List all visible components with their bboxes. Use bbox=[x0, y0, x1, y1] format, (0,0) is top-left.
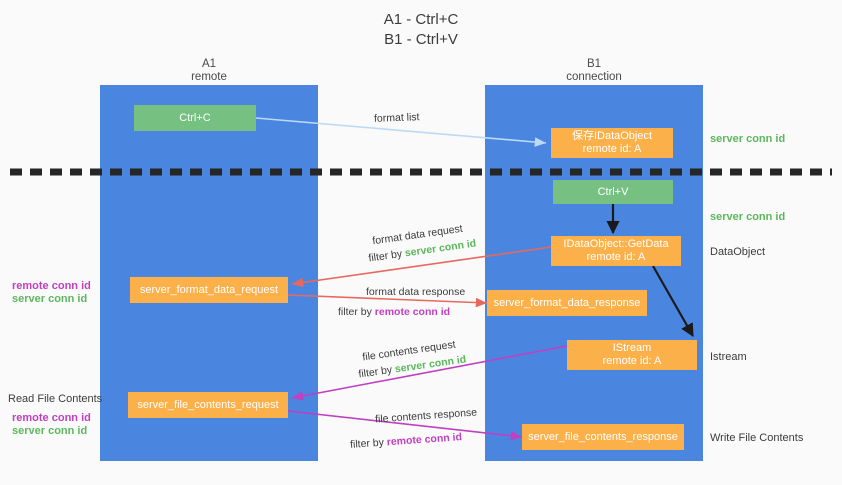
left-label-remote-conn-id-2: remote conn id bbox=[12, 412, 91, 424]
flow-label-format-data-response-filter: filter by remote conn id bbox=[338, 305, 450, 319]
page-title: A1 - Ctrl+C B1 - Ctrl+V bbox=[383, 11, 459, 48]
flow-label-format-data-response: format data response bbox=[366, 286, 466, 298]
flow-label-file-contents-response: file contents response bbox=[374, 406, 478, 426]
box-ctrl-c[interactable]: Ctrl+C bbox=[134, 105, 256, 131]
filter-prefix-text: filter by bbox=[349, 436, 388, 451]
box-idataobject-getdata[interactable]: IDataObject::GetData remote id: A bbox=[551, 236, 681, 266]
filter-key-remote-conn-id: remote conn id bbox=[386, 431, 463, 449]
right-label-istream: Istream bbox=[710, 351, 747, 363]
box-server-format-data-request[interactable]: server_format_data_request bbox=[130, 277, 288, 303]
left-label-server-conn-id-2: server conn id bbox=[12, 425, 88, 437]
left-label-server-conn-id-1: server conn id bbox=[12, 293, 88, 305]
filter-prefix-text: filter by bbox=[357, 363, 396, 381]
filter-key-remote-conn-id: remote conn id bbox=[374, 306, 451, 318]
box-save-idataobject[interactable]: 保存IDataObject remote id: A bbox=[551, 128, 673, 158]
right-label-server-conn-id-second: server conn id bbox=[710, 211, 786, 223]
box-server-file-contents-request[interactable]: server_file_contents_request bbox=[128, 392, 288, 418]
box-istream[interactable]: IStream remote id: A bbox=[567, 340, 697, 370]
flow-label-format-list: format list bbox=[373, 111, 420, 125]
filter-prefix-text: filter by bbox=[367, 247, 406, 265]
lane-header-a1: A1 remote bbox=[191, 58, 227, 83]
right-label-dataobject: DataObject bbox=[710, 246, 766, 258]
box-server-file-contents-response[interactable]: server_file_contents_response bbox=[522, 424, 684, 450]
flow-label-file-contents-response-filter: filter by remote conn id bbox=[350, 430, 463, 452]
lane-header-b1: B1 connection bbox=[566, 58, 622, 83]
left-label-read-file-contents: Read File Contents bbox=[8, 393, 103, 405]
filter-prefix-text: filter by bbox=[338, 306, 375, 318]
right-label-write-file-contents: Write File Contents bbox=[710, 432, 804, 444]
right-label-server-conn-id-top: server conn id bbox=[710, 133, 786, 145]
box-ctrl-v[interactable]: Ctrl+V bbox=[553, 180, 673, 204]
left-label-remote-conn-id-1: remote conn id bbox=[12, 280, 91, 292]
box-server-format-data-response[interactable]: server_format_data_response bbox=[487, 290, 647, 316]
